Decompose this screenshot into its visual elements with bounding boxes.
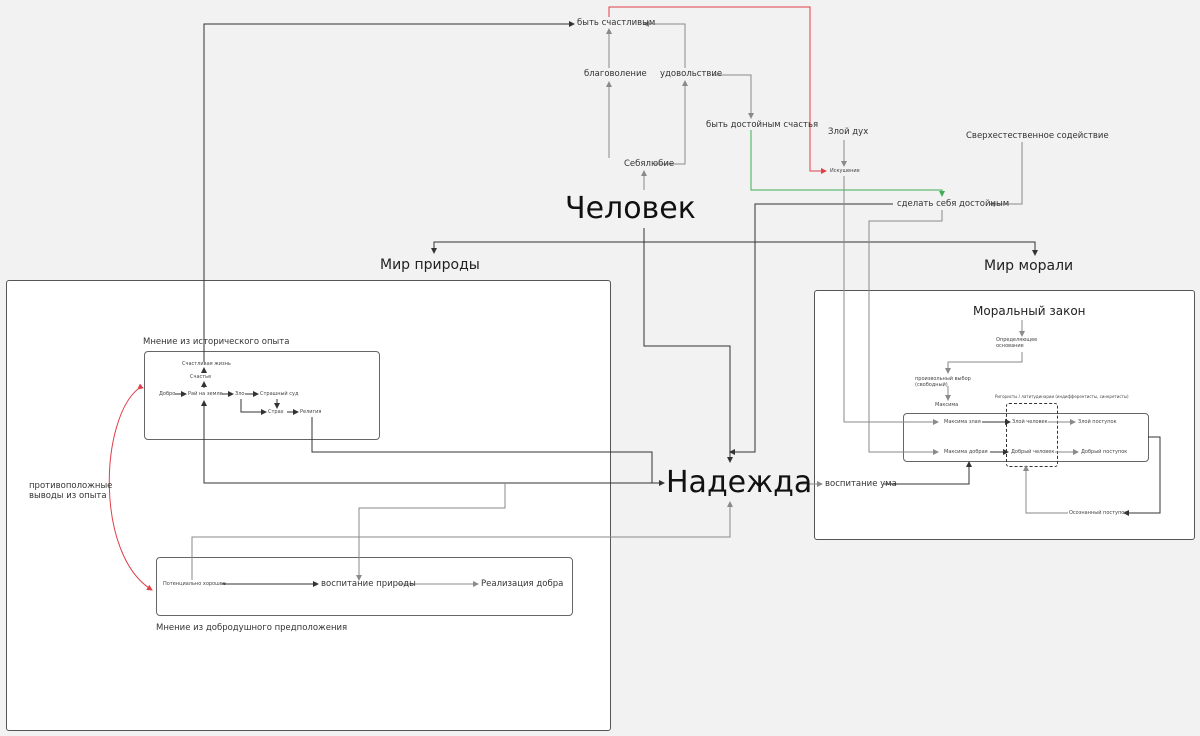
opposite-conclusions-label: противоположные выводы из опыта	[29, 481, 113, 501]
node-potentially-good: Потенциально хорошее	[163, 581, 226, 587]
node-good-maxim: Максима добрая	[944, 449, 988, 455]
node-benevolence: благоволение	[584, 69, 647, 79]
historical-opinion-title: Мнение из исторического опыта	[143, 337, 290, 347]
node-supernatural-assistance: Сверхестественное содействие	[966, 131, 1109, 141]
node-moral-law: Моральный закон	[973, 304, 1086, 318]
link-human-worlds	[433, 241, 1038, 256]
node-evil: Зло	[235, 391, 245, 397]
node-education-of-nature: воспитание природы	[321, 579, 416, 589]
node-last-judgment: Страшный суд	[260, 391, 299, 397]
node-maxim: Максима	[935, 402, 959, 408]
link-human-hope	[643, 228, 733, 463]
link-pleasure-behappy	[643, 21, 686, 68]
node-hope: Надежда	[666, 465, 813, 500]
rigorists-dashed-region	[1006, 403, 1058, 467]
node-self-love: Себялюбие	[624, 159, 675, 169]
node-education-of-mind: воспитание ума	[825, 479, 897, 489]
node-arbitrary-choice: произвольный выбор (свободный)	[915, 376, 971, 388]
node-good: Добро	[159, 391, 176, 397]
node-determining-ground: Определяющее основание	[996, 337, 1038, 349]
node-good-person: Добрый человек	[1011, 449, 1055, 455]
link-green-worthy	[750, 130, 945, 197]
link-selflove-pleasure	[654, 80, 688, 165]
node-conscious-deed: Осознанный поступок	[1069, 510, 1128, 516]
node-temptation: Искушение	[830, 168, 860, 174]
rigorists-label: Ригористы / латитудинарии (индифферентис…	[995, 394, 1129, 399]
node-be-worthy-of-happiness: быть достойным счастья	[706, 120, 819, 130]
node-evil-maxim: Максима злая	[944, 419, 981, 425]
node-pleasure: удовольствие	[660, 69, 723, 79]
node-paradise-on-earth: Рай на земле	[188, 391, 223, 397]
node-human: Человек	[565, 191, 696, 226]
node-religion: Религия	[300, 409, 322, 415]
node-fear: Страх	[268, 409, 284, 415]
goodnatured-opinion-title: Мнение из добродушного предположения	[156, 623, 348, 633]
node-evil-deed: Злой поступок	[1078, 419, 1117, 425]
node-happy-life: Счастливая жизнь	[182, 361, 231, 367]
node-be-happy: быть счастливым	[577, 18, 656, 28]
node-evil-spirit: Злой дух	[828, 127, 869, 137]
link-pleasure-worthy	[712, 74, 754, 119]
world-morality-title: Мир морали	[984, 258, 1074, 274]
node-evil-person: Злой человек	[1012, 419, 1048, 425]
world-nature-title: Мир природы	[380, 257, 480, 273]
link-supernatural-worthy	[989, 142, 1023, 207]
node-realization-of-good: Реализация добра	[481, 579, 564, 589]
link-red-temptation	[608, 6, 827, 174]
node-good-deed: Добрый поступок	[1081, 449, 1128, 455]
node-make-oneself-worthy: сделать себя достойным	[897, 199, 1010, 209]
node-happiness: Счастье	[190, 374, 212, 380]
nature-world-frame	[6, 280, 611, 731]
